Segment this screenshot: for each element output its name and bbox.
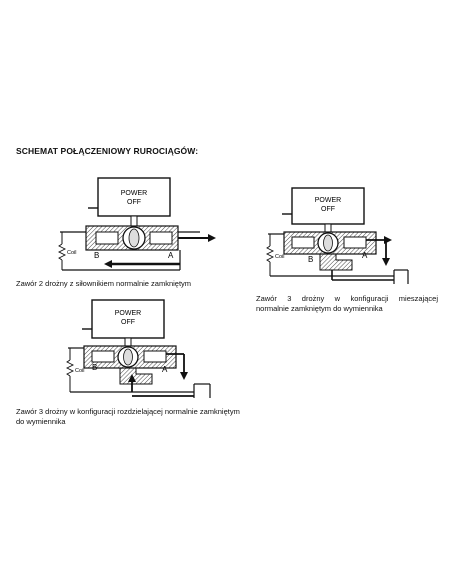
coil-label: Coil [67, 250, 76, 256]
valve-stem [130, 215, 138, 227]
port-b-label: B [94, 251, 99, 260]
bottom-port [119, 367, 153, 385]
coil-label: Coil [75, 368, 84, 374]
valve-stem [324, 223, 332, 233]
port-a-label: A [362, 251, 368, 260]
actuator-box [291, 187, 365, 225]
port-a-label: A [162, 365, 168, 374]
port-a-label: A [168, 251, 174, 260]
actuator-label-power: POWER [121, 190, 147, 197]
caption-2way: Zawór 2 drożny z siłownikiem normalnie z… [16, 279, 192, 288]
caption-3way-diverting-cont: do wymiennika [16, 417, 66, 426]
actuator-label-off: OFF [321, 206, 335, 213]
coil-spring [57, 243, 67, 261]
page-title: SCHEMAT POŁĄCZENIOWY RUROCIĄGÓW: [16, 146, 199, 156]
caption-3way-mixing-cont: normalnie zamkniętym do wymiennika [256, 304, 383, 313]
diagram-3way-mixing: POWER OFF Coil B A [265, 187, 409, 284]
diagram-3way-diverting: POWER OFF Coil B A [65, 299, 211, 398]
flow-arrow-left [104, 260, 112, 268]
coil-spring [65, 359, 75, 377]
valve-stem [124, 337, 132, 347]
port-b-label: B [308, 255, 313, 264]
diagram-2way-valve: POWER OFF Coil B A [57, 177, 216, 271]
flow-arrow-up [128, 374, 136, 382]
bottom-port [319, 253, 353, 271]
caption-line: Zawór 3 drożny w konfiguracji mieszające… [256, 294, 438, 303]
coil-label: Coil [275, 254, 284, 260]
actuator-label-off: OFF [121, 319, 135, 326]
actuator-label-power: POWER [115, 310, 141, 317]
flow-arrow-right [208, 234, 216, 242]
actuator-box [97, 177, 171, 217]
actuator-box [91, 299, 165, 339]
actuator-label-off: OFF [127, 199, 141, 206]
actuator-label-power: POWER [315, 197, 341, 204]
port-b-label: B [92, 363, 97, 372]
flow-arrow-down [180, 372, 188, 380]
caption-3way-diverting: Zawór 3 drożny w konfiguracji rozdzielaj… [16, 407, 240, 416]
caption-3way-mixing: Zawór 3 drożny w konfiguracji mieszające… [256, 294, 438, 304]
coil-spring [265, 245, 275, 263]
